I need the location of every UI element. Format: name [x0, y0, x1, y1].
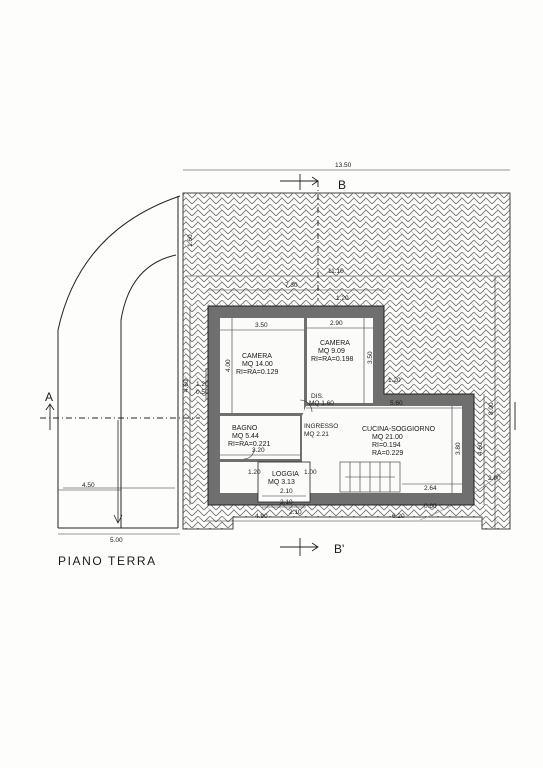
svg-text:MQ 2.21: MQ 2.21: [304, 431, 329, 438]
svg-text:BAGNO: BAGNO: [232, 425, 258, 432]
section-label-b-prime: B': [334, 542, 344, 556]
svg-text:6.20: 6.20: [392, 513, 405, 520]
svg-text:CUCINA-SOGGIORNO: CUCINA-SOGGIORNO: [362, 426, 436, 433]
dimension-labels: 13.50 11.10 7.30 3.50 2.90 5.60 3.20 2.1…: [82, 162, 501, 544]
svg-text:0.50: 0.50: [196, 389, 209, 396]
room-camera-2: CAMERA MQ 9.09 RI=RA=0.198: [311, 340, 354, 363]
svg-text:3.50: 3.50: [255, 322, 268, 329]
svg-text:1.20: 1.20: [336, 295, 349, 302]
svg-text:RI=RA=0.129: RI=RA=0.129: [236, 369, 279, 376]
svg-text:2.90: 2.90: [330, 320, 343, 327]
svg-text:4.50: 4.50: [82, 482, 95, 489]
svg-text:4.60: 4.60: [183, 379, 190, 392]
svg-text:MQ 9.09: MQ 9.09: [318, 348, 345, 355]
svg-text:2.10: 2.10: [280, 499, 293, 506]
svg-text:RA=0.229: RA=0.229: [372, 450, 403, 457]
svg-text:2.00: 2.00: [488, 475, 501, 482]
svg-text:1.20: 1.20: [196, 381, 209, 388]
svg-text:4.90: 4.90: [255, 513, 268, 520]
section-label-b: B: [338, 178, 346, 192]
svg-text:2.10: 2.10: [289, 509, 302, 516]
svg-text:RI=0.194: RI=0.194: [372, 442, 401, 449]
section-label-a: A: [45, 390, 53, 404]
svg-text:1.20: 1.20: [248, 469, 261, 476]
room-ingresso: INGRESSO MQ 2.21: [304, 423, 338, 438]
drawing-title: PIANO TERRA: [58, 554, 157, 568]
dimension-lines: [58, 169, 510, 535]
staircase: [339, 461, 401, 493]
svg-text:7.30: 7.30: [285, 282, 298, 289]
svg-text:11.10: 11.10: [328, 268, 344, 275]
svg-text:CAMERA: CAMERA: [320, 340, 350, 347]
svg-text:INGRESSO: INGRESSO: [304, 423, 338, 430]
svg-text:4.00: 4.00: [225, 359, 232, 372]
svg-text:5.60: 5.60: [390, 400, 403, 407]
svg-text:RI=RA=0.198: RI=RA=0.198: [311, 356, 354, 363]
svg-text:8.00: 8.00: [488, 402, 495, 415]
svg-text:CAMERA: CAMERA: [242, 353, 272, 360]
svg-text:MQ 14.00: MQ 14.00: [242, 361, 273, 368]
room-bagno: BAGNO MQ 5.44 RI=RA=0.221: [228, 425, 271, 448]
svg-text:2.64: 2.64: [424, 485, 437, 492]
svg-text:0.60: 0.60: [424, 503, 437, 510]
svg-text:4.60: 4.60: [477, 442, 484, 455]
svg-text:3.50: 3.50: [367, 351, 374, 364]
svg-text:MQ 21.00: MQ 21.00: [372, 434, 403, 441]
svg-text:DIS.: DIS.: [311, 393, 324, 400]
room-cucina-soggiorno: CUCINA-SOGGIORNO MQ 21.00 RI=0.194 RA=0.…: [362, 426, 436, 457]
svg-text:1.60: 1.60: [187, 234, 194, 247]
room-loggia: LOGGIA MQ 3.13: [268, 471, 299, 486]
svg-text:MQ 3.13: MQ 3.13: [268, 479, 295, 486]
svg-text:1.00: 1.00: [304, 469, 317, 476]
room-camera-1: CAMERA MQ 14.00 RI=RA=0.129: [236, 353, 279, 376]
driveway-ramp: [57, 195, 181, 529]
svg-text:RI=RA=0.221: RI=RA=0.221: [228, 441, 271, 448]
svg-text:LOGGIA: LOGGIA: [272, 471, 299, 478]
svg-text:MQ 1.60: MQ 1.60: [309, 400, 334, 407]
svg-text:MQ 5.44: MQ 5.44: [232, 433, 259, 440]
room-disimpegno: DIS. MQ 1.60: [309, 393, 334, 407]
svg-text:3.80: 3.80: [455, 442, 462, 455]
svg-text:3.20: 3.20: [252, 447, 265, 454]
svg-text:5.00: 5.00: [110, 537, 123, 544]
svg-text:1.20: 1.20: [388, 377, 401, 384]
svg-text:2.10: 2.10: [280, 488, 293, 495]
svg-text:13.50: 13.50: [335, 162, 352, 169]
section-markers: [40, 174, 516, 556]
